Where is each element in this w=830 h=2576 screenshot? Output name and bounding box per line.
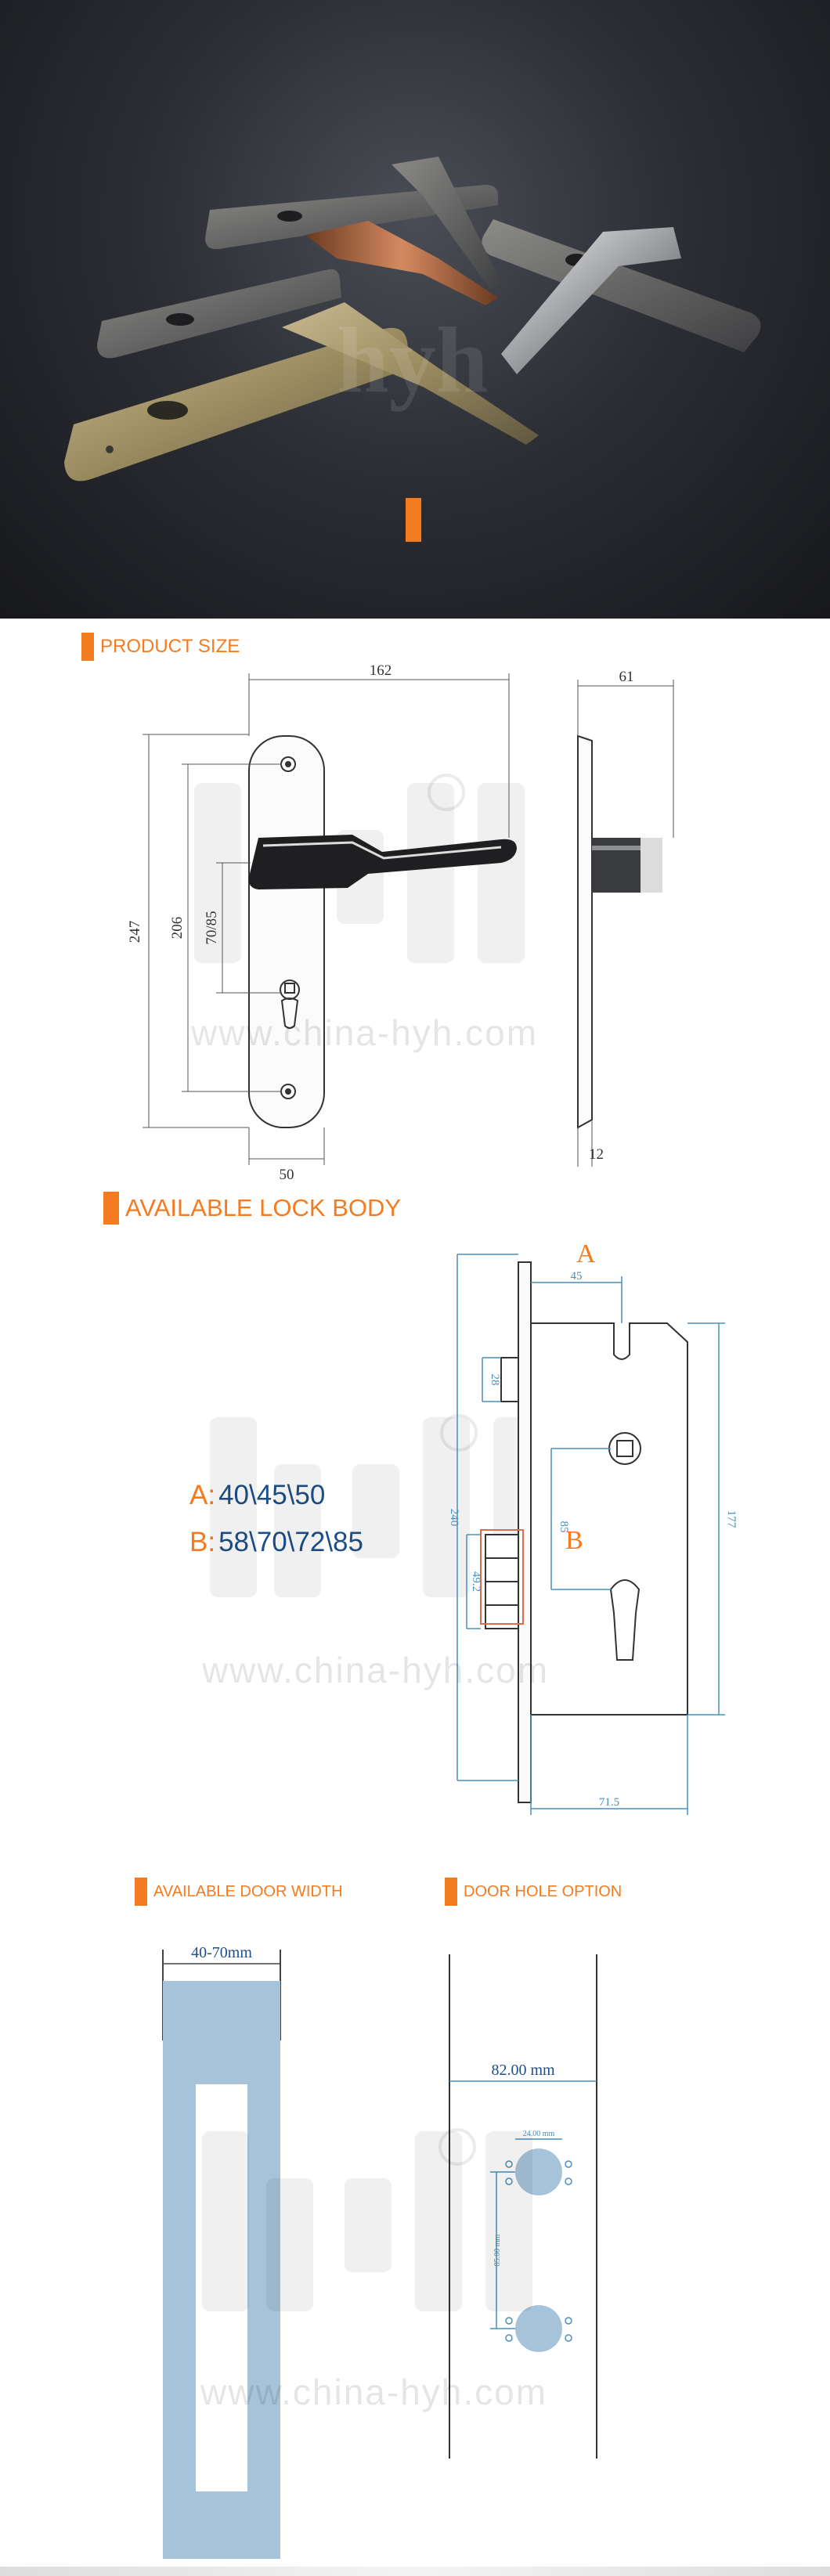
watermark-url: www.china-hyh.com <box>200 2372 548 2412</box>
label-b: B <box>565 1526 583 1555</box>
dim-plate-height: 247 <box>127 921 143 943</box>
dim-center: 85 <box>558 1521 570 1533</box>
watermark-url: www.china-hyh.com <box>202 1650 550 1690</box>
section-header-door-width: AVAILABLE DOOR WIDTH <box>135 1878 343 1906</box>
label-a: A <box>576 1245 596 1268</box>
dim-plate-width: 50 <box>280 1167 294 1183</box>
dim-body-height: 177 <box>725 1510 738 1528</box>
dim-hole-spacing: 206 <box>169 917 186 940</box>
section-title: DOOR HOLE OPTION <box>464 1882 622 1900</box>
section-marker-icon <box>81 633 94 661</box>
door-diagrams: 40-70mm 82.00 mm 24.00 mm 85.00 mm <box>162 1944 597 2559</box>
door-hole-diagram <box>449 1954 597 2459</box>
section-header-lock-body: AVAILABLE LOCK BODY <box>103 1192 401 1225</box>
dim-plate-thickness: 12 <box>589 1146 604 1163</box>
dimension-lines <box>143 673 510 1165</box>
product-size-drawing: 162 247 206 70/85 50 61 12 <box>127 662 674 1183</box>
lock-body-drawing: A B 45 28 240 85 49.2 177 71.5 <box>210 1245 738 1815</box>
dimension-lines <box>577 680 674 1167</box>
watermark-url: www.china-hyh.com <box>191 1012 539 1053</box>
front-view <box>248 735 517 1128</box>
dim-backset: 45 <box>571 1270 583 1283</box>
dim-projection: 61 <box>619 669 634 685</box>
side-view <box>577 734 662 1129</box>
section-marker-icon <box>135 1878 147 1906</box>
dim-body-depth: 71.5 <box>599 1796 619 1809</box>
dim-bolt: 49.2 <box>470 1571 482 1592</box>
backplate-icon <box>205 185 498 250</box>
watermark-logo <box>202 2128 532 2311</box>
hero-banner: hyh <box>0 0 830 619</box>
section-header-product-size: PRODUCT SIZE <box>81 633 240 661</box>
section-title: AVAILABLE DOOR WIDTH <box>153 1882 343 1900</box>
door-width-range: 40-70mm <box>191 1944 252 1961</box>
dim-latch: 28 <box>489 1374 501 1386</box>
lock-body-options: A: 40\45\50 B: 58\70\72\85 <box>189 1472 363 1566</box>
door-hole-spacing: 82.00 mm <box>491 2062 555 2079</box>
lock-case <box>530 1322 688 1716</box>
backplate-icon <box>64 327 410 482</box>
deadbolt <box>480 1529 524 1629</box>
section-header-door-hole: DOOR HOLE OPTION <box>445 1878 622 1906</box>
dimension-lines <box>456 1254 725 1815</box>
dim-faceplate: 240 <box>448 1509 460 1527</box>
dim-center-distance: 70/85 <box>204 911 220 944</box>
lever-handle-icon <box>282 157 681 445</box>
latch-bolt <box>500 1357 519 1402</box>
section-title: PRODUCT SIZE <box>100 636 240 657</box>
backplate-icon <box>97 269 341 359</box>
lock-faceplate <box>518 1261 532 1803</box>
cylinder-hole <box>609 1579 641 1661</box>
section-title: AVAILABLE LOCK BODY <box>125 1194 402 1221</box>
product-photo: hyh <box>64 157 761 482</box>
dim-handle-length: 162 <box>370 662 392 679</box>
door-hole-distance: 85.00 mm <box>493 2235 502 2267</box>
section-marker-icon <box>445 1878 457 1906</box>
lock-option-b: B: 58\70\72\85 <box>189 1527 363 1557</box>
orange-bar-icon <box>406 498 421 542</box>
footer-strip <box>0 2567 830 2576</box>
door-hole-diameter: 24.00 mm <box>523 2130 555 2138</box>
section-marker-icon <box>103 1192 119 1225</box>
watermark-logo: hyh <box>337 308 488 412</box>
door-width-diagram <box>162 1950 281 2559</box>
lock-option-a: A: 40\45\50 <box>189 1480 326 1510</box>
